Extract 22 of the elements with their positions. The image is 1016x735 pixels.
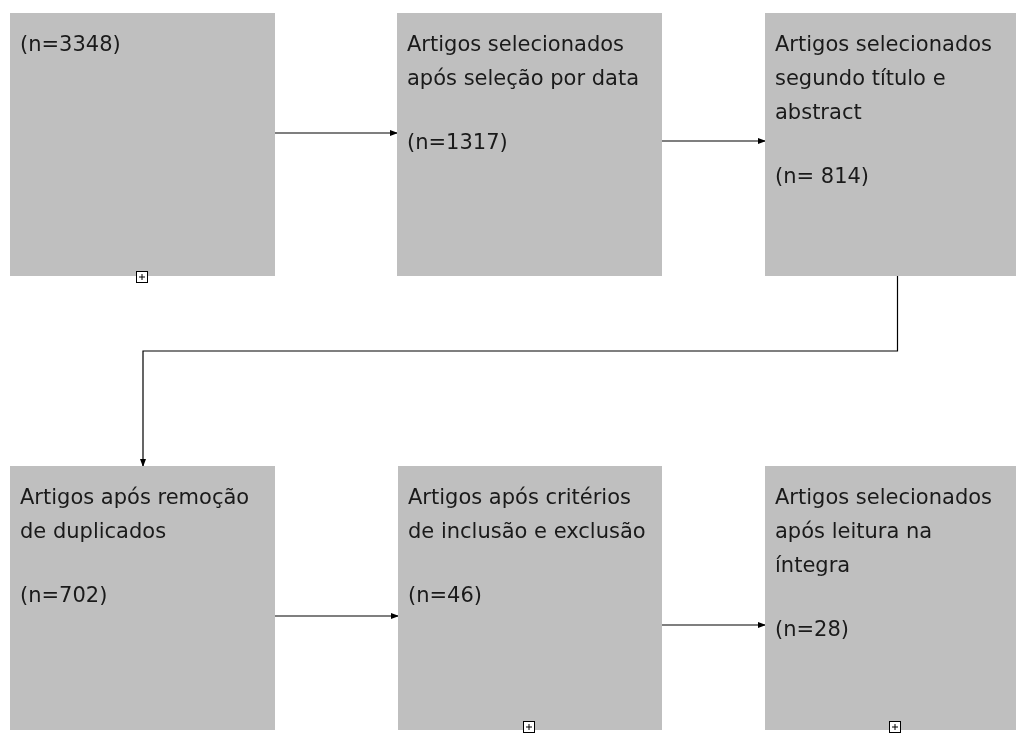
count-text: (n=46) (408, 582, 483, 609)
process-box (398, 466, 662, 730)
count-text: (n=28) (775, 616, 850, 643)
process-box (10, 466, 275, 730)
step-text: Artigos selecionados segundo título e abstract (775, 31, 993, 126)
count-text: (n=702) (20, 582, 109, 609)
arrow (661, 138, 766, 144)
count-text: (n=1317) (407, 129, 509, 156)
step-text: Artigos após remoção de duplicados (20, 484, 251, 545)
process-box (765, 466, 1016, 730)
arrow (274, 130, 398, 136)
process-box (765, 13, 1016, 276)
arrow (274, 613, 399, 619)
process-box (397, 13, 662, 276)
arrow (661, 622, 766, 628)
arrow (140, 275, 899, 467)
process-box (10, 13, 275, 276)
count-text: (n=3348) (20, 31, 122, 58)
count-text: (n= 814) (775, 163, 871, 190)
step-text: Artigos selecionados após seleção por data (407, 31, 640, 92)
step-text: Artigos selecionados após leitura na íntegra (775, 484, 993, 579)
step-text: Artigos após critérios de inclusão e exclusão (408, 484, 647, 545)
